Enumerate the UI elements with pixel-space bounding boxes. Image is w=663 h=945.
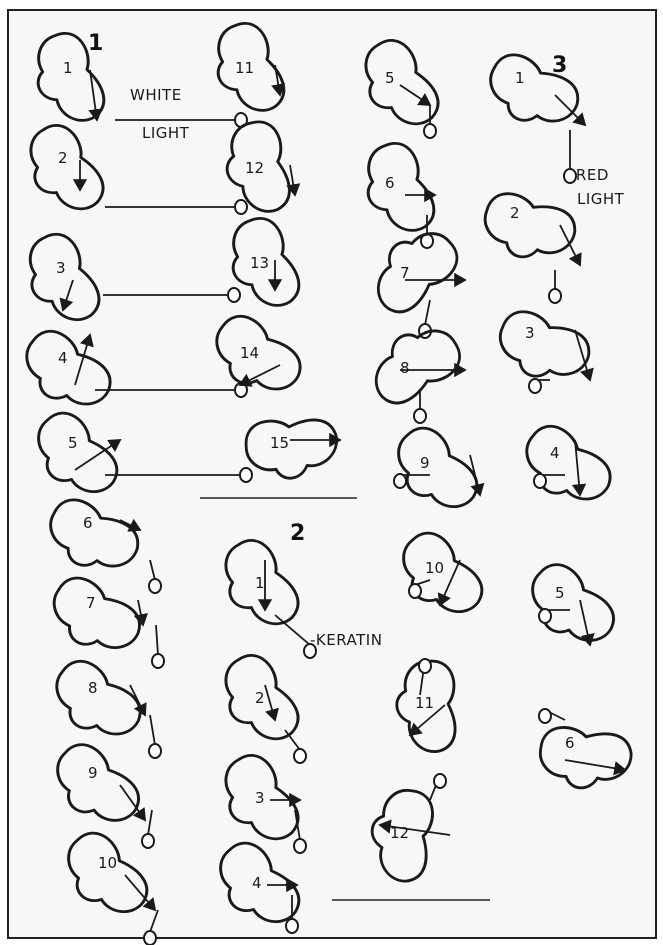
group-label-2: 2 [290, 521, 305, 546]
stimulus-bead [304, 644, 316, 658]
cell-number: 11 [415, 694, 434, 712]
stimulus-bead [539, 709, 551, 723]
stimulus-bead [424, 124, 436, 138]
stimulus-bead [294, 749, 306, 763]
cell-number: 3 [56, 259, 66, 277]
cell-number: 15 [270, 434, 289, 452]
stimulus-bead [152, 654, 164, 668]
cell-number: 11 [235, 59, 254, 77]
cell-number: 8 [88, 679, 98, 697]
cell-number: 5 [68, 434, 78, 452]
figure-frame [8, 10, 656, 938]
stimulus-bead [539, 609, 551, 623]
cell-number: 8 [400, 359, 410, 377]
group-label-1: 1 [88, 31, 103, 56]
cell-number: 5 [385, 69, 395, 87]
cell-number: 6 [83, 514, 93, 532]
stimulus-bead [228, 288, 240, 302]
stimulus-bead [549, 289, 561, 303]
cell-number: 1 [255, 574, 265, 592]
stimulus-bead [142, 834, 154, 848]
cell-number: 7 [400, 264, 410, 282]
cell-number: 1 [515, 69, 525, 87]
cell-number: 5 [555, 584, 565, 602]
cell-number: 12 [390, 824, 409, 842]
stimulus-bead [149, 579, 161, 593]
stimulus-bead [149, 744, 161, 758]
stimulus-bead [419, 659, 431, 673]
stimulus-bead [564, 169, 576, 183]
stimulus-bead [286, 919, 298, 933]
stimulus-bead [240, 468, 252, 482]
stimulus-bead [235, 200, 247, 214]
cell-number: 6 [565, 734, 575, 752]
cell-number: 3 [255, 789, 265, 807]
cell-number: 4 [252, 874, 262, 892]
cell-number: 2 [255, 689, 265, 707]
stimulus-bead [409, 584, 421, 598]
cell-number: 2 [510, 204, 520, 222]
stimulus-bead [294, 839, 306, 853]
label-keratin: -KERATIN [310, 631, 382, 649]
cell-number: 4 [550, 444, 560, 462]
cell-number: 10 [98, 854, 117, 872]
cell-number: 1 [63, 59, 73, 77]
stimulus-bead [144, 931, 156, 945]
stimulus-bead [434, 774, 446, 788]
label-white: WHITE [130, 86, 182, 104]
label-light-1: LIGHT [142, 124, 190, 142]
cell-number: 13 [250, 254, 269, 272]
cell-number: 3 [525, 324, 535, 342]
cell-number: 6 [385, 174, 395, 192]
stimulus-bead [534, 474, 546, 488]
cell-number: 10 [425, 559, 444, 577]
cell-number: 12 [245, 159, 264, 177]
stimulus-bead [529, 379, 541, 393]
cell-number: 7 [86, 594, 96, 612]
stimulus-bead [414, 409, 426, 423]
cell-number: 9 [88, 764, 98, 782]
cell-number: 4 [58, 349, 68, 367]
cell-number: 2 [58, 149, 68, 167]
stimulus-bead [394, 474, 406, 488]
label-light-3: LIGHT [577, 190, 625, 208]
cell-number: 9 [420, 454, 430, 472]
cell-number: 14 [240, 344, 259, 362]
